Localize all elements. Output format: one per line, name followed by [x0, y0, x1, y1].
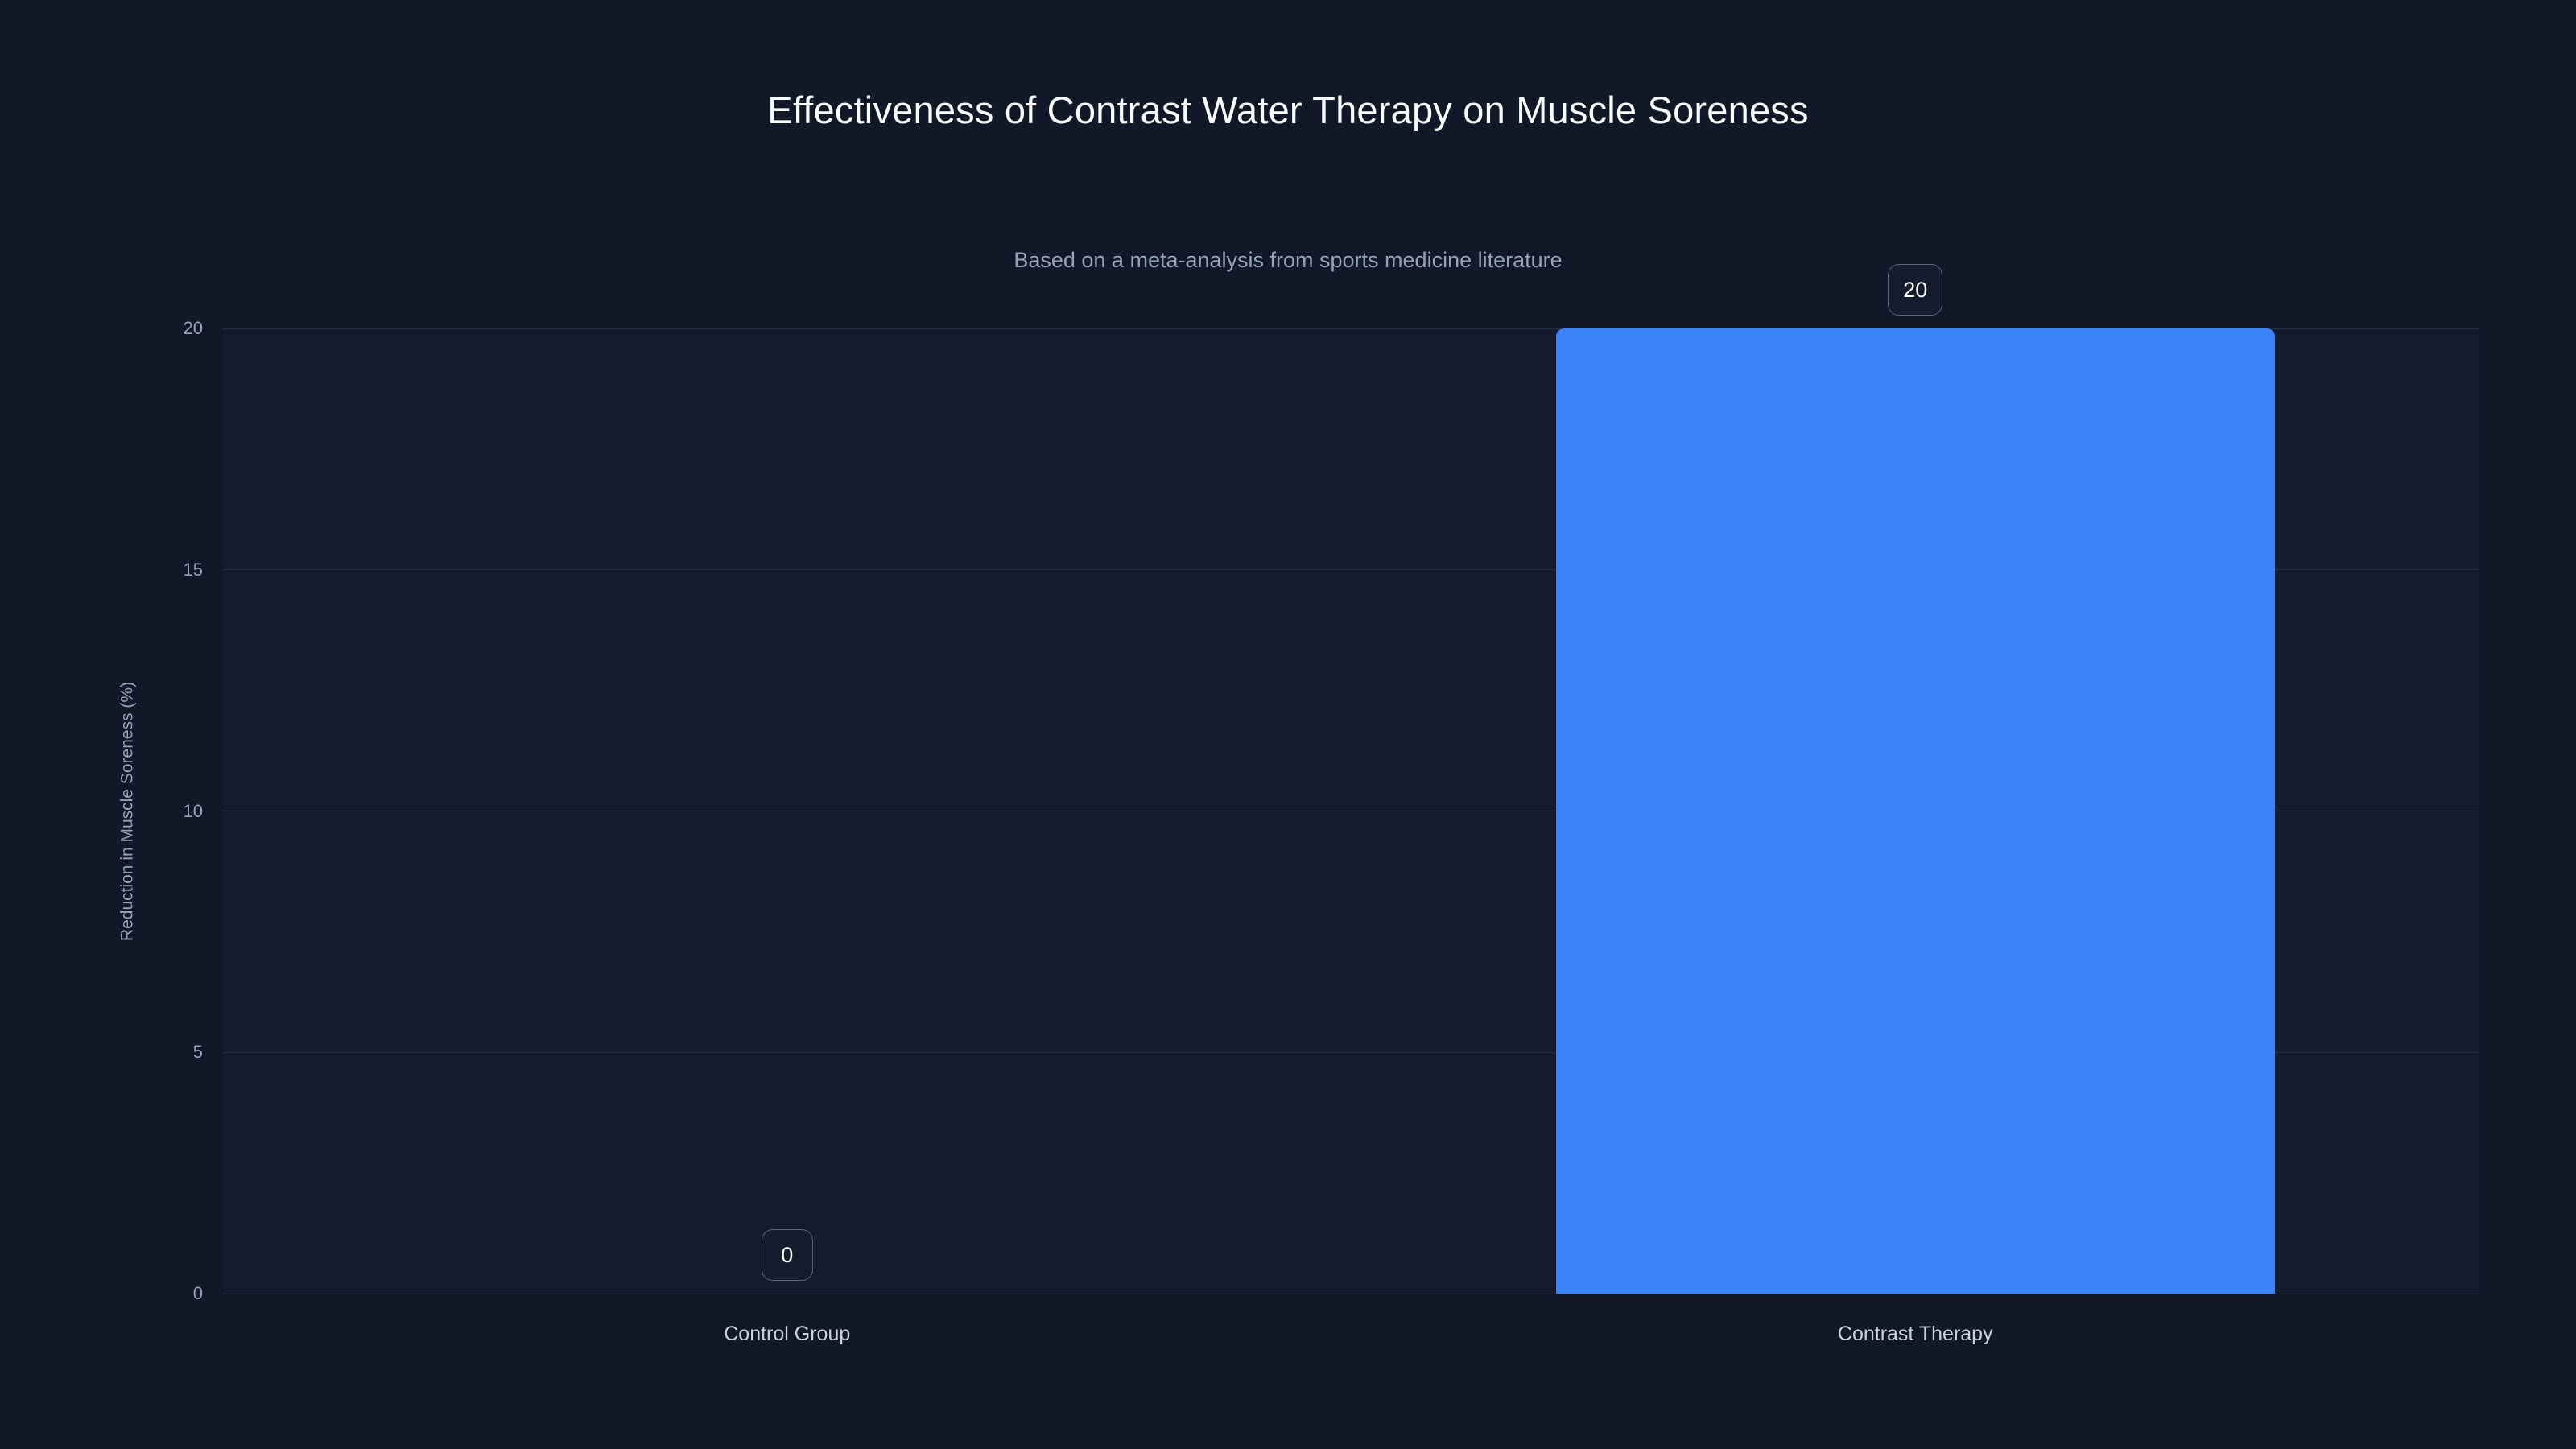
- chart-title: Effectiveness of Contrast Water Therapy …: [767, 89, 1809, 131]
- y-axis-tick-label: 15: [183, 559, 203, 580]
- y-axis-tick-label: 5: [192, 1042, 203, 1063]
- y-axis-tick-label: 20: [183, 318, 203, 338]
- value-badge[interactable]: 0: [761, 1229, 813, 1281]
- value-badge[interactable]: 20: [1888, 264, 1943, 316]
- bar-contrast-therapy[interactable]: [1555, 328, 2275, 1294]
- y-axis-title: Reduction in Muscle Soreness (%): [118, 681, 137, 941]
- gridline: [223, 328, 2479, 329]
- y-axis-tick-label: 10: [183, 800, 203, 821]
- gridline: [223, 569, 2479, 571]
- gridline: [223, 1051, 2479, 1053]
- x-axis-tick-label: Control Group: [724, 1323, 851, 1345]
- y-axis-tick-label: 0: [192, 1283, 203, 1303]
- chart-subtitle: Based on a meta-analysis from sports med…: [1013, 248, 1563, 272]
- x-axis-tick-label: Contrast Therapy: [1837, 1323, 1993, 1345]
